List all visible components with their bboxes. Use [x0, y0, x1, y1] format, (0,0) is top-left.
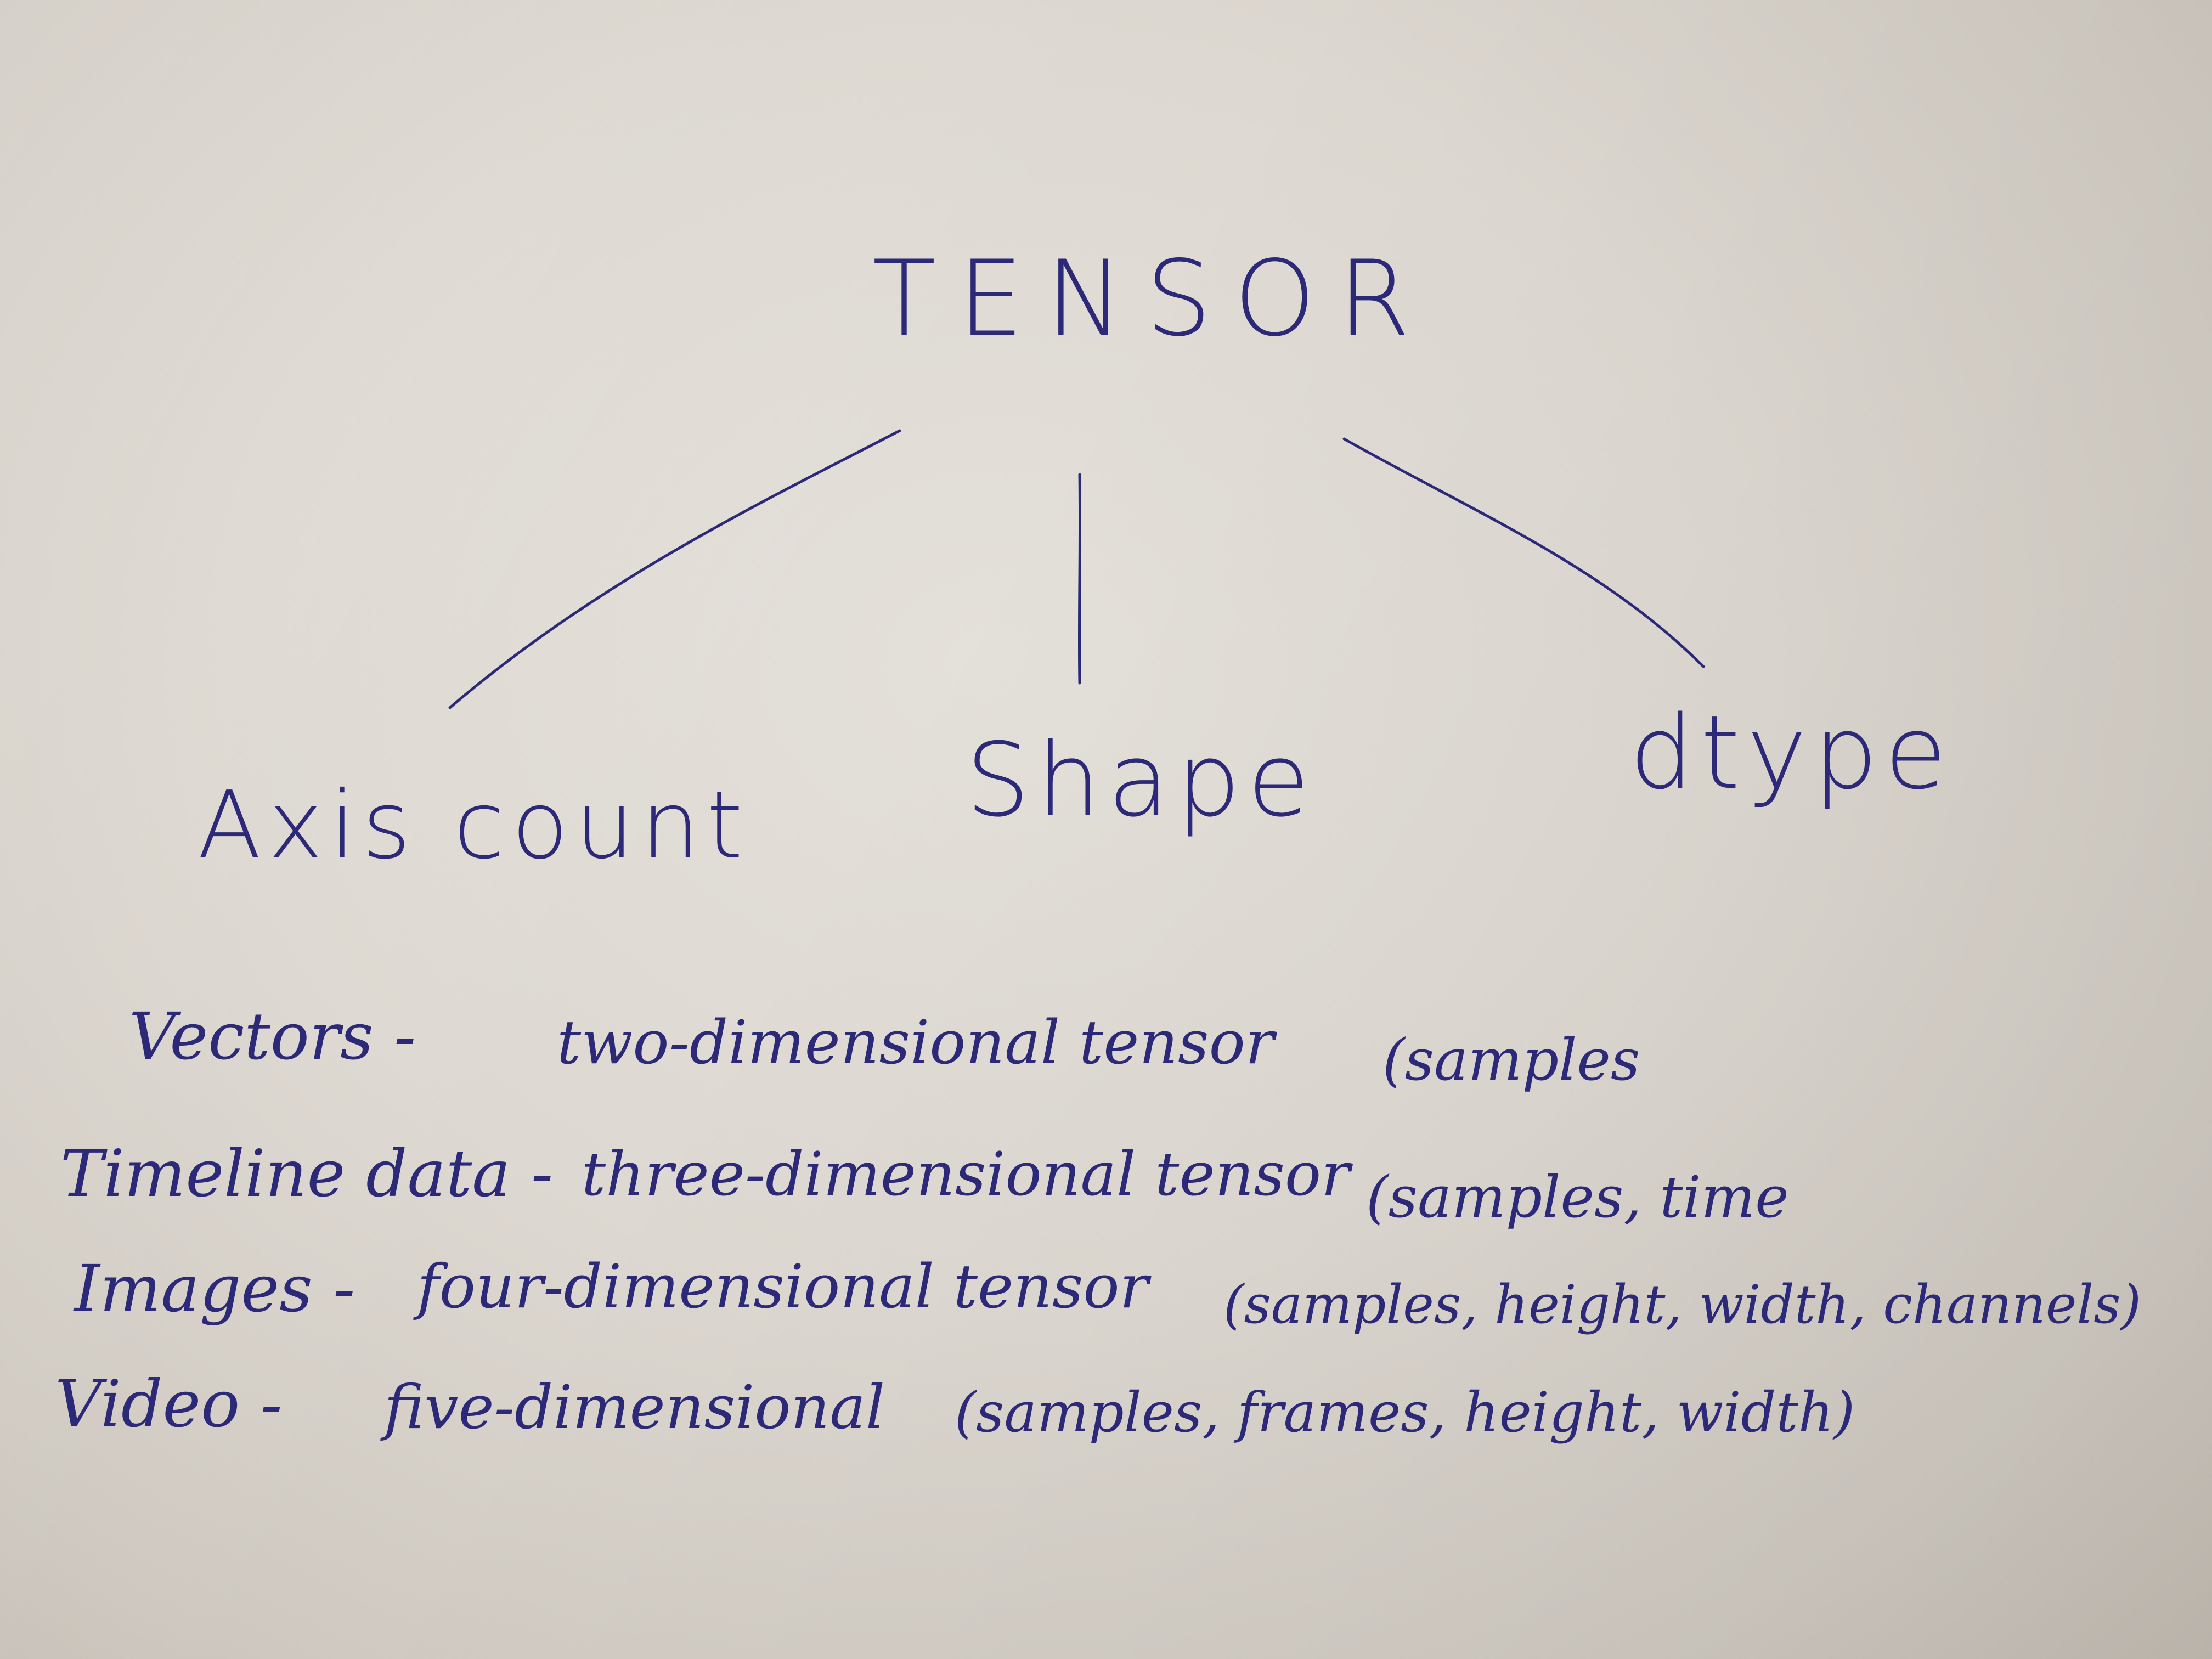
connector-left: [448, 429, 901, 709]
row-1-shape: (samples: [1383, 1026, 1640, 1093]
row-1-term: Vectors -: [129, 998, 416, 1074]
row-4-shape: (samples, frames, height, width): [955, 1380, 1855, 1444]
row-4-description: five-dimensional: [384, 1372, 885, 1442]
row-3-shape: (samples, height, width, channels): [1223, 1274, 2141, 1335]
connector-center: [1077, 473, 1082, 685]
branch-right-label: dtype: [1629, 693, 1954, 812]
branch-center-label: Shape: [966, 721, 1317, 839]
root-node-title: TENSOR: [872, 238, 1432, 359]
row-2-description: three-dimensional tensor: [582, 1139, 1350, 1209]
row-1-description: two-dimensional tensor: [557, 1007, 1274, 1077]
row-2-shape: (samples, time: [1366, 1164, 1789, 1231]
row-3-description: four-dimensional tensor: [417, 1251, 1149, 1322]
row-3-term: Images -: [74, 1251, 356, 1327]
row-2-term: Timeline data -: [60, 1136, 554, 1211]
connector-right: [1342, 437, 1705, 668]
branch-left-label: Axis count: [198, 771, 750, 880]
row-4-term: Video -: [55, 1366, 283, 1442]
